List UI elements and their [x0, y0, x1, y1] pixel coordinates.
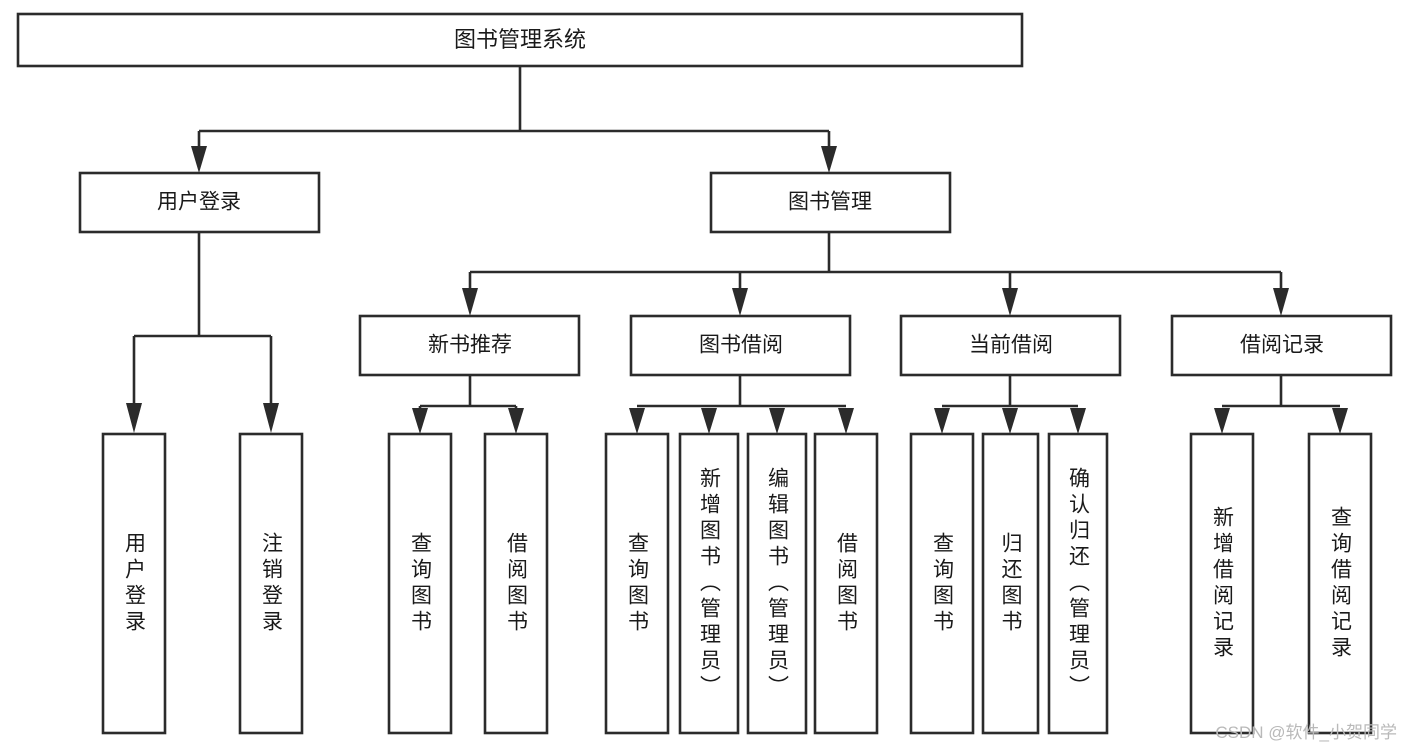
node-borrow-record[interactable]: 借阅记录 — [1170, 314, 1393, 377]
arrow-head-to-book-manage — [821, 146, 837, 173]
node-leaf-borrow-book-2-box[interactable] — [813, 432, 879, 735]
arrow-head-to-leaf-add-book — [701, 408, 717, 434]
node-leaf-add-book-box[interactable] — [678, 432, 740, 735]
node-user-login[interactable]: 用户登录 — [78, 171, 321, 234]
connectors-book-manage-to-level3 — [462, 232, 1289, 316]
node-leaf-return-book-box[interactable] — [981, 432, 1040, 735]
arrow-head-to-new-book-rec — [462, 288, 478, 316]
node-root-label: 图书管理系统 — [454, 27, 586, 52]
arrow-head-to-book-borrow — [732, 288, 748, 316]
connectors-current-borrow-to-leaves — [934, 375, 1086, 434]
arrow-head-to-leaf-borrow-book-1 — [508, 408, 524, 434]
arrow-head-to-leaf-return-book — [1002, 408, 1018, 434]
node-book-borrow-label: 图书借阅 — [699, 334, 783, 357]
connectors-new-book-rec-to-leaves — [412, 375, 524, 434]
arrow-head-to-leaf-edit-book — [769, 408, 785, 434]
arrow-head-to-leaf-query-book-3 — [934, 408, 950, 434]
node-current-borrow[interactable]: 当前借阅 — [899, 314, 1122, 377]
node-book-manage[interactable]: 图书管理 — [709, 171, 952, 234]
connectors-book-borrow-to-leaves — [629, 375, 854, 434]
node-new-book-rec[interactable]: 新书推荐 — [358, 314, 581, 377]
node-book-borrow-box[interactable] — [629, 314, 852, 377]
arrow-head-to-leaf-add-record — [1214, 408, 1230, 434]
arrow-head-to-leaf-query-book-1 — [412, 408, 428, 434]
node-current-borrow-label: 当前借阅 — [969, 334, 1053, 357]
connectors-borrow-record-to-leaves — [1214, 375, 1348, 434]
node-user-login-label: 用户登录 — [157, 191, 241, 214]
arrow-head-to-leaf-user-login — [126, 403, 142, 433]
node-root[interactable]: 图书管理系统 — [16, 12, 1024, 68]
node-borrow-record-label: 借阅记录 — [1240, 334, 1324, 357]
node-leaf-confirm-return-box[interactable] — [1047, 432, 1109, 735]
node-new-book-rec-box[interactable] — [358, 314, 581, 377]
arrow-head-to-leaf-logout — [263, 403, 279, 433]
node-leaf-logout-box[interactable] — [238, 432, 304, 735]
arrow-head-to-leaf-query-book-2 — [629, 408, 645, 434]
node-leaf-edit-book-box[interactable] — [746, 432, 808, 735]
node-book-borrow[interactable]: 图书借阅 — [629, 314, 852, 377]
arrow-head-to-borrow-record — [1273, 288, 1289, 316]
node-book-manage-label: 图书管理 — [788, 191, 872, 214]
node-borrow-record-box[interactable] — [1170, 314, 1393, 377]
arrow-head-to-current-borrow — [1002, 288, 1018, 316]
arrow-head-to-leaf-query-record — [1332, 408, 1348, 434]
node-new-book-rec-label: 新书推荐 — [428, 334, 512, 357]
arrow-head-to-leaf-confirm-return — [1070, 408, 1086, 434]
arrow-head-to-user-login — [191, 146, 207, 173]
node-leaf-query-book-1-box[interactable] — [387, 432, 453, 735]
node-book-manage-box[interactable] — [709, 171, 952, 234]
connectors-root-to-level2 — [191, 66, 837, 173]
node-leaf-query-book-3-box[interactable] — [909, 432, 975, 735]
node-leaf-borrow-book-1-box[interactable] — [483, 432, 549, 735]
node-leaf-query-book-2-box[interactable] — [604, 432, 670, 735]
node-user-login-box[interactable] — [78, 171, 321, 234]
watermark-text: CSDN @软件_小贺同学 — [1215, 723, 1397, 742]
node-leaf-user-login-box[interactable] — [101, 432, 167, 735]
node-leaf-add-record-box[interactable] — [1189, 432, 1255, 735]
node-leaf-query-record-box[interactable] — [1307, 432, 1373, 735]
node-root-box[interactable] — [16, 12, 1024, 68]
arrow-head-to-leaf-borrow-book-2 — [838, 408, 854, 434]
connectors-user-login-to-leaves — [126, 232, 279, 433]
node-current-borrow-box[interactable] — [899, 314, 1122, 377]
